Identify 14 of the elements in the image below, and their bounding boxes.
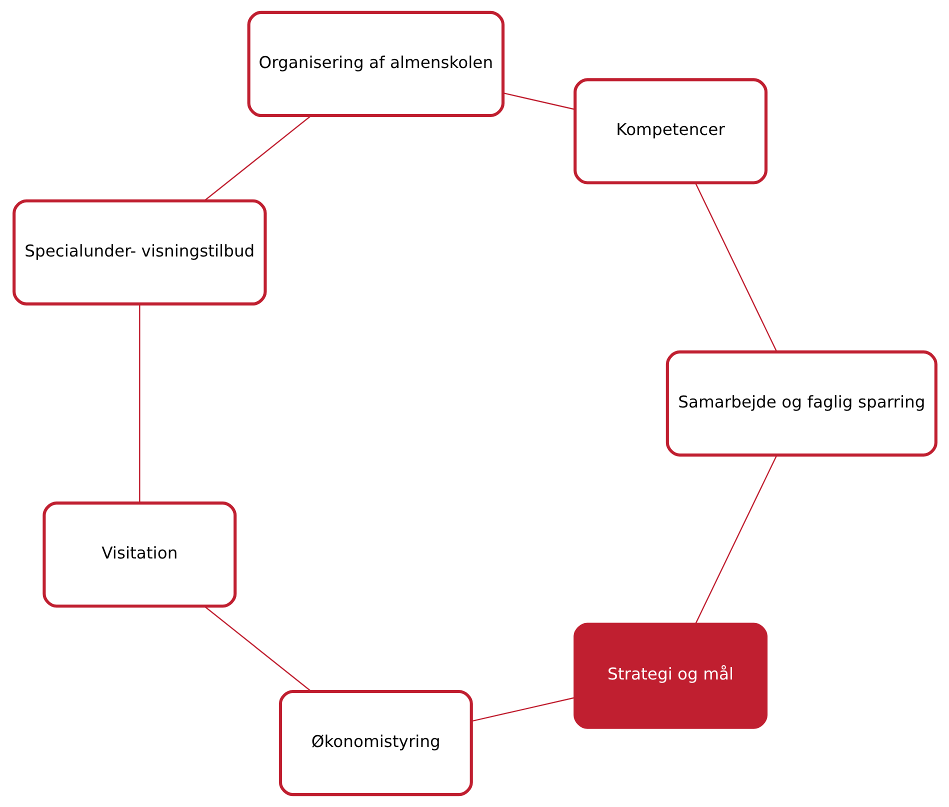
connector xyxy=(204,606,311,692)
connector xyxy=(694,455,777,624)
node-box: Kompetencer xyxy=(573,78,768,184)
node-box: Specialunder- visningstilbud xyxy=(12,199,266,306)
node-box: Organisering af almenskolen xyxy=(246,10,504,118)
connector xyxy=(204,115,312,202)
node-box: Strategi og mål xyxy=(573,622,768,729)
connector xyxy=(138,304,140,503)
connector xyxy=(694,182,777,352)
node-box: Samarbejde og faglig sparring xyxy=(665,350,937,457)
node-box: Visitation xyxy=(42,502,236,608)
connector xyxy=(502,92,574,110)
node-box: Økonomistyring xyxy=(278,690,472,796)
connector xyxy=(470,697,575,722)
